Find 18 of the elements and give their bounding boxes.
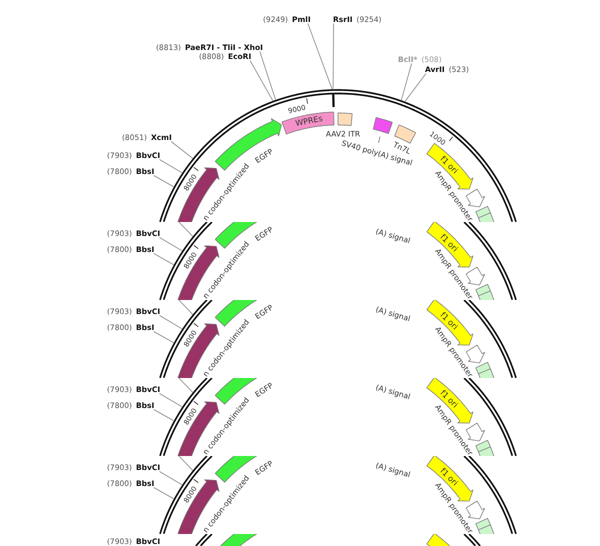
leader-line xyxy=(332,23,334,90)
leader-line xyxy=(159,471,182,486)
leader-line xyxy=(404,73,426,102)
leader-line xyxy=(170,141,194,159)
leader-line xyxy=(159,159,182,174)
leader-line xyxy=(153,331,174,344)
leader-line xyxy=(259,51,276,100)
leader-line xyxy=(159,237,182,252)
leader-line xyxy=(153,409,174,422)
leader-line xyxy=(153,253,174,266)
leader-line xyxy=(153,487,174,500)
leader-line xyxy=(159,315,182,330)
leader-line xyxy=(159,393,182,408)
leader-line xyxy=(153,175,174,188)
leader-line xyxy=(400,63,412,100)
leader-line xyxy=(307,23,333,90)
leader-line xyxy=(250,60,274,102)
feature-label: WPREs xyxy=(294,114,323,128)
